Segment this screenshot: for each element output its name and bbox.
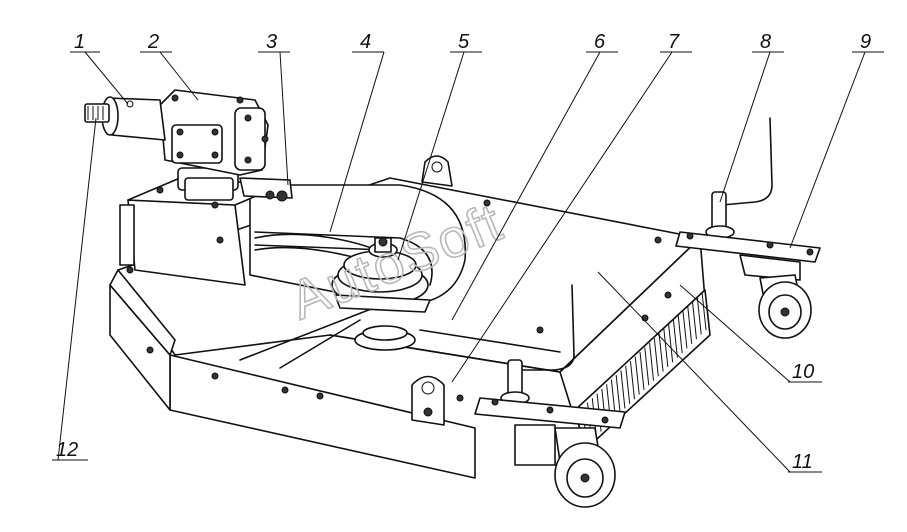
bristle-line (682, 310, 688, 349)
bristle-line (687, 305, 693, 344)
drive-pulley (331, 237, 431, 313)
bristle-line (615, 375, 621, 414)
callout-5: 5 (458, 31, 470, 53)
callout-7: 7 (668, 31, 680, 53)
callout-12: 12 (56, 439, 78, 461)
bristle-line (677, 315, 683, 354)
callout-10: 10 (792, 361, 814, 383)
callout-1: 1 (74, 31, 85, 53)
lower-pulley (354, 325, 416, 351)
bristle-line (653, 338, 659, 377)
lifting-eye-top (421, 155, 453, 187)
input-shaft-housing (101, 96, 166, 141)
tension-bracket (239, 177, 293, 202)
gearbox-mount-block (119, 177, 283, 286)
bristle-line (701, 291, 707, 331)
callout-8: 8 (760, 31, 771, 53)
bristle-line (649, 342, 655, 381)
bristle-line (668, 324, 674, 363)
rear-caster-wheel (675, 117, 821, 339)
callout-9: 9 (860, 31, 871, 53)
bristle-line (620, 370, 626, 409)
bristle-line (644, 347, 650, 386)
bristle-line (691, 301, 697, 340)
lifting-eye-front (411, 375, 445, 426)
callout-11: 11 (792, 451, 813, 473)
bristle-line (625, 365, 631, 404)
callout-2: 2 (147, 31, 159, 53)
callout-numbers: 1 2 3 4 5 6 7 8 9 10 11 12 (56, 31, 871, 473)
gearbox (159, 89, 269, 201)
bristle-line (696, 296, 702, 335)
bristle-line (634, 356, 640, 395)
bristle-line (629, 361, 635, 400)
callout-4: 4 (360, 31, 371, 53)
bristle-line (663, 328, 669, 367)
bristle-line (672, 319, 678, 358)
bristle-line (658, 333, 664, 372)
pto-input-shaft (84, 103, 110, 123)
callout-3: 3 (266, 31, 277, 53)
callout-6: 6 (594, 31, 606, 53)
bristle-line (639, 351, 645, 391)
front-caster-wheel (474, 284, 626, 508)
callout-leaders (52, 51, 884, 473)
